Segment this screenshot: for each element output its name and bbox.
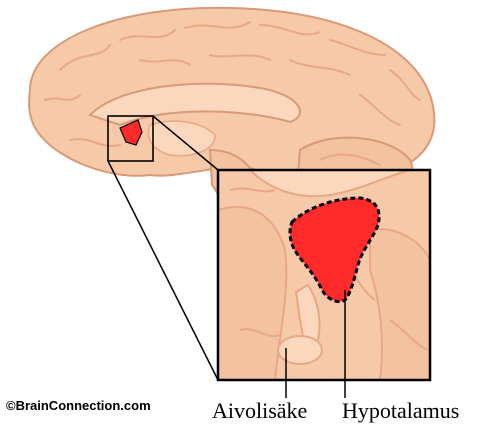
inset-structure-left	[218, 207, 286, 380]
copyright-credit: ©BrainConnection.com	[6, 398, 151, 413]
label-hypothalamus: Hypotalamus	[342, 398, 459, 424]
label-pituitary: Aivolisäke	[212, 398, 307, 424]
pituitary-gland	[278, 336, 322, 364]
zoom-inset	[218, 170, 430, 380]
